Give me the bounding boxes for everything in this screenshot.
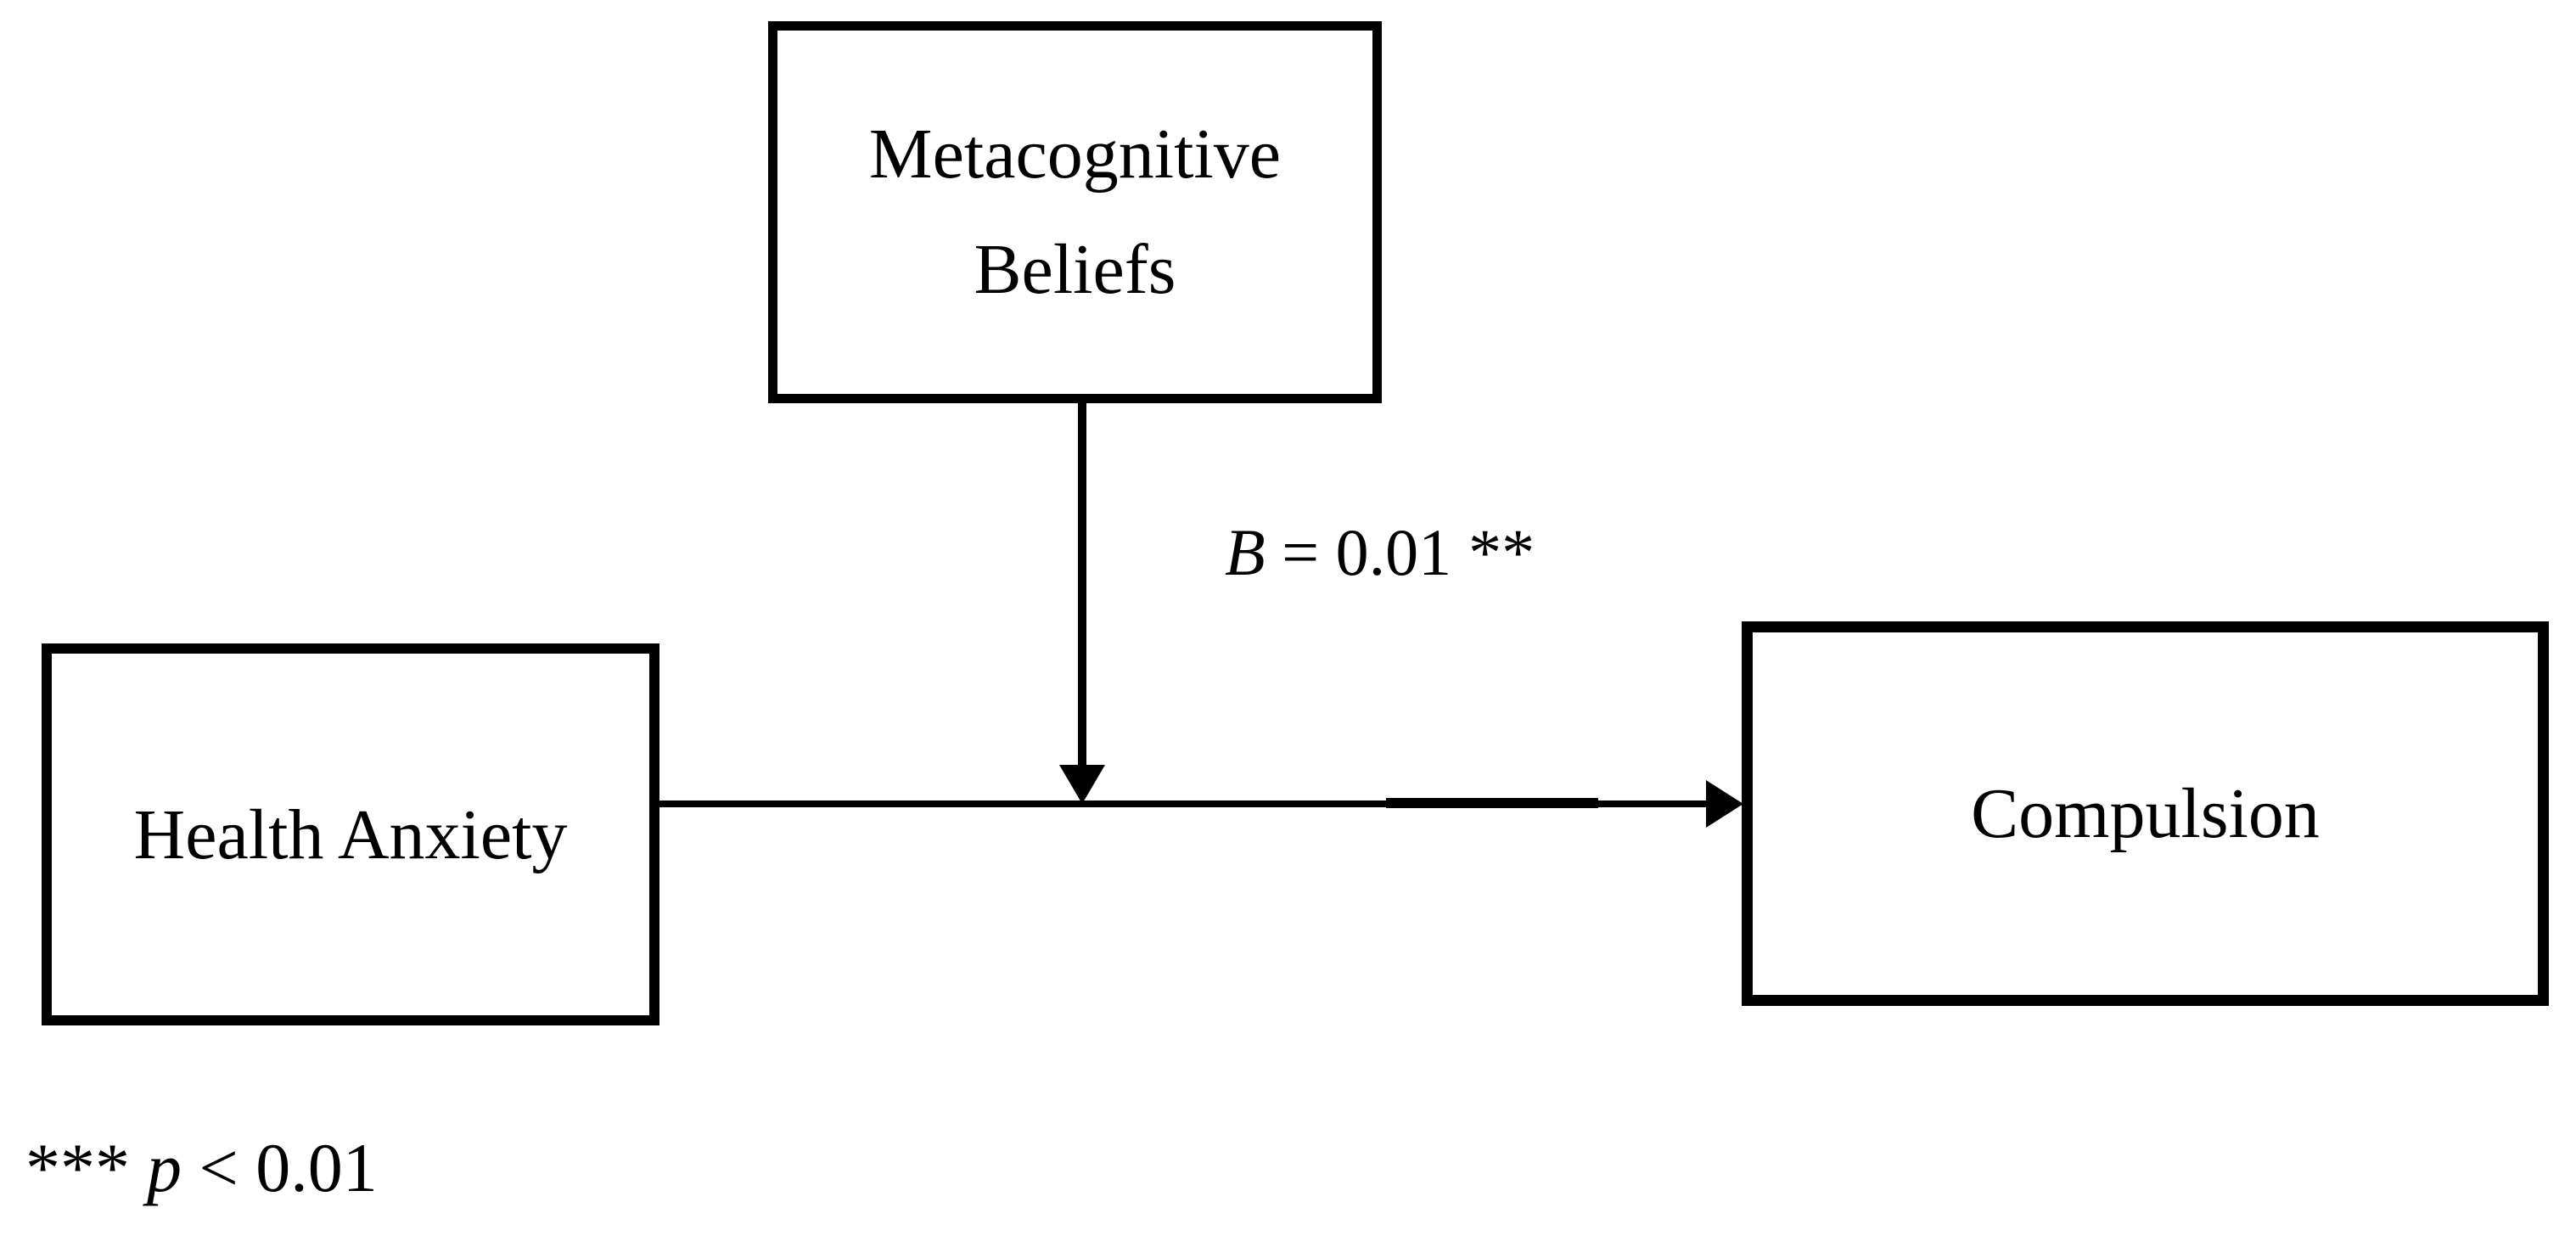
significance-footnote: ***p < 0.01 bbox=[25, 1133, 378, 1203]
moderation-arrow-line bbox=[1078, 400, 1086, 767]
node-label-line1: Metacognitive bbox=[868, 114, 1282, 194]
node-health-anxiety-label: Health Anxiety bbox=[133, 795, 568, 874]
node-compulsion: Compulsion bbox=[1742, 621, 2549, 1006]
coefficient-significance-stars: ** bbox=[1468, 515, 1535, 589]
coefficient-variable: B bbox=[1225, 515, 1266, 589]
node-metacognitive-beliefs: Metacognitive Beliefs bbox=[768, 21, 1382, 403]
footnote-p-variable: p bbox=[147, 1129, 182, 1206]
coefficient-value: = 0.01 bbox=[1265, 515, 1452, 589]
arrowhead-right-icon bbox=[1706, 780, 1743, 828]
footnote-stars: *** bbox=[25, 1129, 130, 1206]
node-metacognitive-beliefs-label: Metacognitive Beliefs bbox=[869, 97, 1281, 328]
node-health-anxiety: Health Anxiety bbox=[42, 643, 659, 1025]
arrowhead-down-icon bbox=[1059, 765, 1105, 804]
node-label-line2: Beliefs bbox=[974, 230, 1176, 309]
direct-path-line-thick-segment bbox=[1386, 798, 1598, 808]
direct-path-line bbox=[658, 800, 1713, 807]
moderation-coefficient-label: B = 0.01** bbox=[1225, 520, 1535, 586]
node-compulsion-label: Compulsion bbox=[1971, 774, 2320, 853]
footnote-threshold: < 0.01 bbox=[182, 1129, 378, 1206]
